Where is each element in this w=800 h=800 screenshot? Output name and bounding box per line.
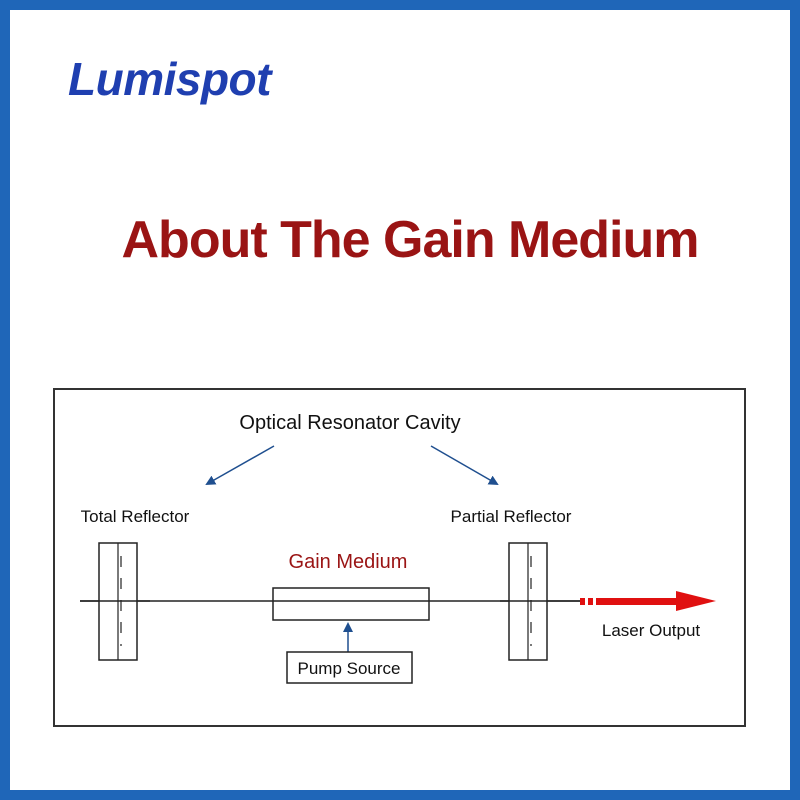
pump-source-box (286, 651, 413, 684)
cavity-label: Optical Resonator Cavity (239, 412, 460, 434)
laser-beam (580, 591, 716, 611)
total-reflector (80, 542, 150, 661)
gain-medium (272, 587, 430, 621)
gain-medium-label: Gain Medium (289, 551, 408, 573)
brand-logo: Lumispot (68, 53, 271, 105)
cavity-arrow-left (205, 445, 275, 485)
total-reflector-label: Total Reflector (81, 507, 190, 526)
partial-reflector-label: Partial Reflector (451, 507, 572, 526)
laser-output-label: Laser Output (602, 621, 701, 640)
cavity-arrow-right (430, 445, 499, 485)
pump-source-label: Pump Source (298, 659, 401, 678)
partial-reflector (500, 542, 580, 661)
page-title: About The Gain Medium (121, 211, 700, 269)
